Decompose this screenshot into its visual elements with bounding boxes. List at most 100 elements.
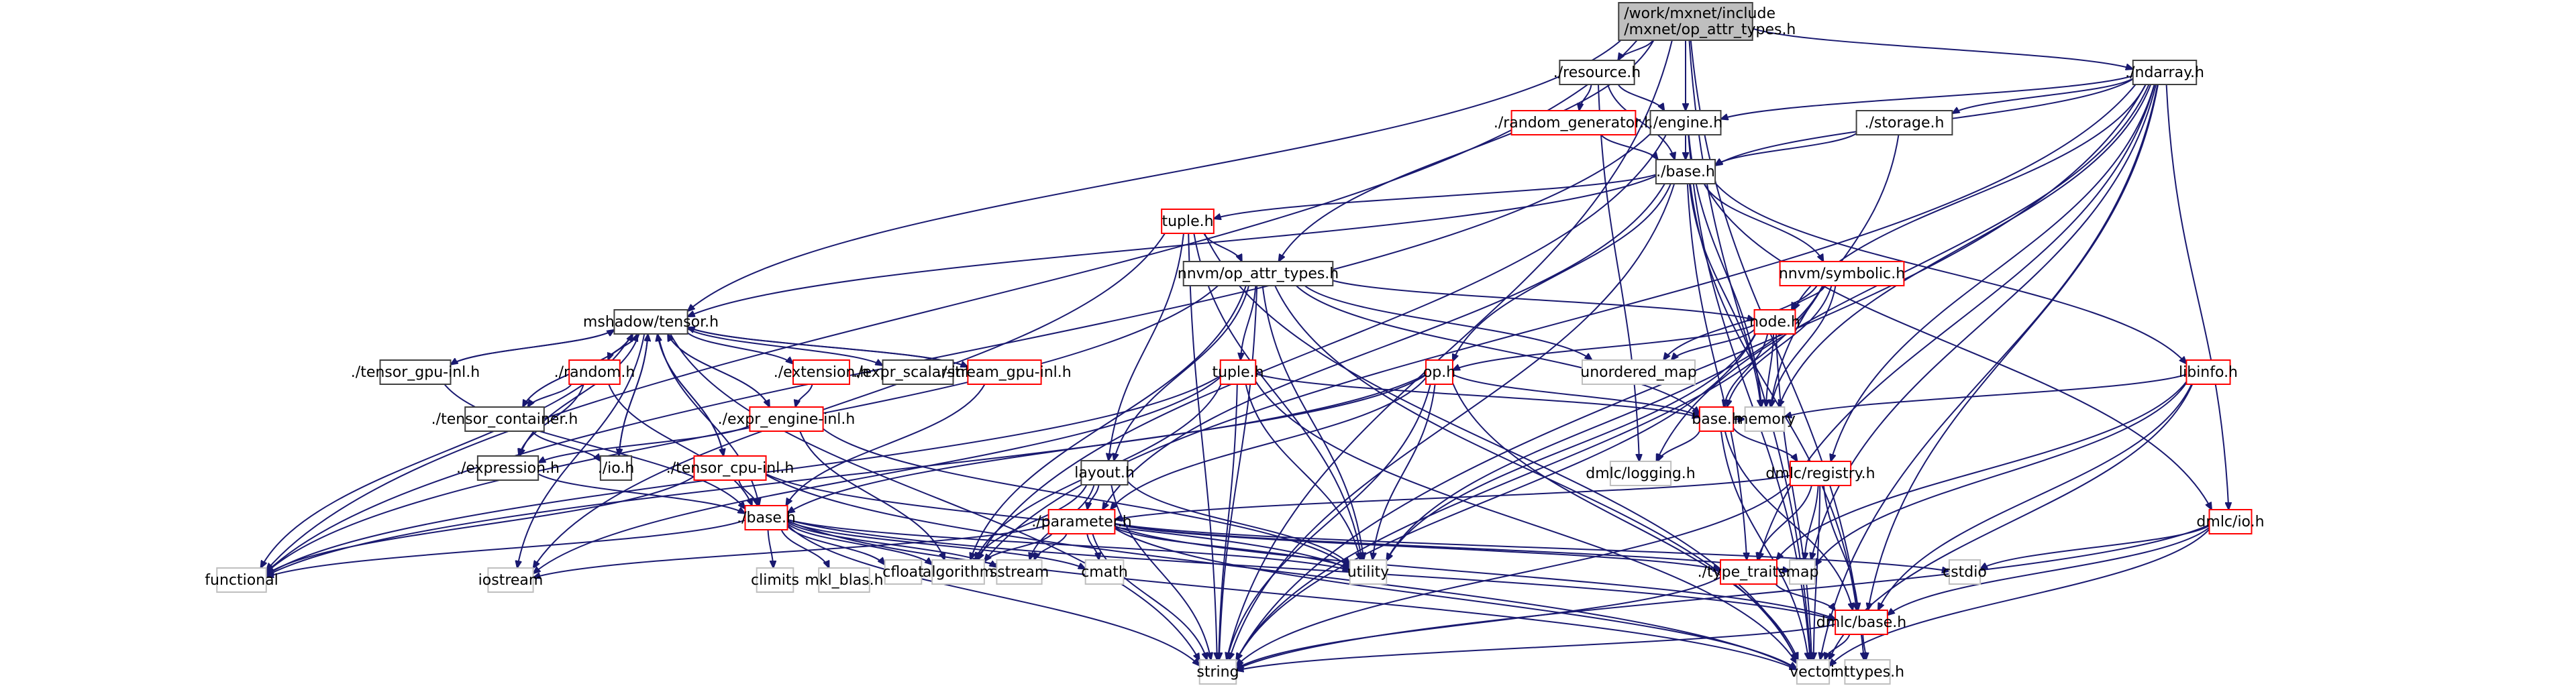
- graph-node-storage[interactable]: ./storage.h: [1855, 110, 1953, 135]
- node-box: [2185, 359, 2231, 385]
- graph-node-mkl-blas: mkl_blas.h: [805, 567, 884, 593]
- graph-node-root[interactable]: /work/mxnet/include/mxnet/op_attr_types.…: [1618, 2, 1796, 41]
- graph-node-cstdio: cstdio: [1943, 559, 1987, 585]
- node-label: ./expression.h: [456, 460, 560, 477]
- graph-node-random[interactable]: ./random.h: [554, 359, 635, 385]
- node-box: [1753, 309, 1796, 335]
- edge-resource-to-dmlc-logging: [1598, 84, 1639, 461]
- graph-node-tuple-mid[interactable]: tuple.h: [1212, 359, 1264, 385]
- edge-layout-to-parameter: [1087, 484, 1100, 510]
- graph-node-nnvm-base[interactable]: base.h: [1692, 406, 1741, 432]
- edge-tensor-cpu-inl-to-vector: [766, 474, 1797, 669]
- graph-node-inttypes: inttypes.h: [1831, 659, 1904, 685]
- edge-root-to-ndarray: [1752, 27, 2133, 69]
- edge-dmlc-registry-to-parameter: [1115, 475, 1790, 520]
- graph-node-op[interactable]: op.h: [1423, 359, 1455, 385]
- edge-nnvm-base-to-dmlc-logging: [1657, 431, 1700, 461]
- graph-node-tensor-cpu-inl[interactable]: ./tensor_cpu-inl.h: [666, 455, 794, 481]
- edge-parameter-to-type-traits: [1115, 523, 1720, 570]
- graph-node-node[interactable]: node.h: [1749, 309, 1800, 335]
- edge-nnvm-base-to-dmlc-registry: [1733, 427, 1797, 461]
- graph-node-stream-gpu-inl[interactable]: ./stream_gpu-inl.h: [937, 359, 1072, 385]
- node-label: dmlc/logging.h: [1586, 465, 1695, 482]
- node-label: ./random_generator.h: [1494, 115, 1653, 131]
- edge-mxbase-to-type-traits: [1686, 183, 1747, 560]
- graph-node-resource[interactable]: ./resource.h: [1553, 60, 1641, 85]
- graph-node-dmlc-base[interactable]: dmlc/base.h: [1816, 610, 1906, 635]
- graph-node-random-generator[interactable]: ./random_generator.h: [1494, 110, 1653, 135]
- edge-mshadow-tensor-to-extension: [686, 332, 793, 363]
- graph-node-cfloat: cfloat: [882, 559, 924, 585]
- graph-node-libinfo[interactable]: libinfo.h: [2179, 359, 2238, 385]
- edge-parameter-to-vector: [1114, 528, 1797, 669]
- edge-tensor-cpu-inl-to-mshadow-tensor: [658, 334, 725, 457]
- graph-node-tensor-container[interactable]: ./tensor_container.h: [431, 406, 578, 432]
- edge-layout-to-algorithm: [976, 484, 1088, 560]
- node-label: ./extension.h: [774, 364, 870, 381]
- node-label: ./tensor_gpu-inl.h: [351, 364, 480, 381]
- node-label: libinfo.h: [2179, 364, 2238, 381]
- graph-node-dmlc-io[interactable]: dmlc/io.h: [2196, 509, 2265, 534]
- edge-storage-to-mxbase: [1715, 133, 1857, 165]
- graph-node-layout[interactable]: layout.h: [1074, 460, 1135, 485]
- edge-dmlc-registry-to-type-traits: [1757, 485, 1812, 560]
- graph-node-mshadow-base[interactable]: ./base.h: [737, 505, 796, 530]
- edge-mshadow-base-to-cmath: [787, 520, 1086, 569]
- graph-node-extension[interactable]: ./extension.h: [774, 359, 870, 385]
- node-box: [613, 309, 688, 335]
- edge-type-traits-to-string: [1236, 577, 1721, 669]
- edge-mxbase-to-mshadow-tensor: [688, 175, 1657, 318]
- edge-nnvm-op-attr-to-vector: [1274, 285, 1797, 661]
- edge-expr-engine-inl-to-utility: [822, 428, 1350, 567]
- node-box: [1855, 110, 1953, 135]
- node-label: algorithm: [923, 564, 994, 581]
- graph-node-engine[interactable]: ./engine.h: [1649, 110, 1722, 135]
- node-label: nnvm/symbolic.h: [1779, 266, 1905, 282]
- edge-ndarray-to-storage: [1952, 78, 2134, 113]
- edge-mxbase-to-tuple-top: [1214, 174, 1657, 219]
- node-box: [379, 359, 452, 385]
- graph-node-mxbase[interactable]: ./base.h: [1655, 159, 1716, 184]
- node-label: ./base.h: [737, 510, 796, 526]
- graph-node-tuple-top[interactable]: tuple.h: [1161, 209, 1215, 234]
- edge-dmlc-registry-to-vector: [1814, 485, 1821, 660]
- node-box: [749, 406, 824, 432]
- node-label: ./tensor_container.h: [431, 411, 578, 428]
- graph-node-mshadow-tensor[interactable]: mshadow/tensor.h: [583, 309, 719, 335]
- graph-node-dmlc-registry[interactable]: dmlc/registry.h: [1765, 461, 1875, 486]
- edge-dmlc-base-to-string: [1236, 624, 1836, 671]
- edges-layer: [261, 27, 2229, 671]
- edge-node-to-vector: [1775, 333, 1812, 660]
- graph-node-expr-engine-inl[interactable]: ./expr_engine-inl.h: [718, 406, 856, 432]
- graph-node-ndarray[interactable]: ./ndarray.h: [2125, 60, 2204, 85]
- edge-op-to-string: [1227, 384, 1431, 660]
- node-box: [818, 567, 870, 593]
- graph-node-nnvm-symbolic[interactable]: nnvm/symbolic.h: [1779, 261, 1905, 286]
- graph-node-parameter[interactable]: ./parameter.h: [1031, 509, 1132, 534]
- node-box: [693, 455, 767, 481]
- node-box: [2208, 509, 2253, 534]
- edge-expression-to-mshadow-base: [537, 473, 745, 514]
- graph-node-expr-scalar-inl[interactable]: ./expr_scalar-inl.h: [853, 359, 983, 385]
- edge-node-to-nnvm-base: [1724, 333, 1769, 407]
- node-label: iostream: [478, 572, 544, 589]
- node-box: [1649, 110, 1722, 135]
- edge-parameter-to-string: [1092, 533, 1206, 660]
- edge-mxbase-to-op: [1453, 183, 1671, 361]
- graph-node-tensor-gpu-inl[interactable]: ./tensor_gpu-inl.h: [351, 359, 480, 385]
- node-label: /mxnet/op_attr_types.h: [1624, 21, 1796, 38]
- edge-op-to-vector: [1451, 382, 1799, 660]
- node-label: mkl_blas.h: [805, 572, 883, 589]
- graph-node-type-traits[interactable]: ./type_traits.h: [1698, 559, 1800, 585]
- node-box: [599, 455, 633, 481]
- node-box: [2132, 60, 2198, 85]
- edge-type-traits-to-dmlc-base: [1775, 583, 1835, 611]
- graph-node-expression[interactable]: ./expression.h: [456, 455, 560, 481]
- graph-node-io[interactable]: ./io.h: [598, 455, 635, 481]
- node-box: [1789, 559, 1816, 585]
- edge-nnvm-op-attr-to-unordered-map: [1304, 285, 1592, 360]
- graph-node-nnvm-op-attr[interactable]: nnvm/op_attr_types.h: [1178, 261, 1339, 286]
- node-label: cstdio: [1943, 564, 1987, 581]
- edge-expr-engine-inl-to-expression: [538, 424, 750, 463]
- edge-nnvm-symbolic-to-node: [1792, 285, 1826, 310]
